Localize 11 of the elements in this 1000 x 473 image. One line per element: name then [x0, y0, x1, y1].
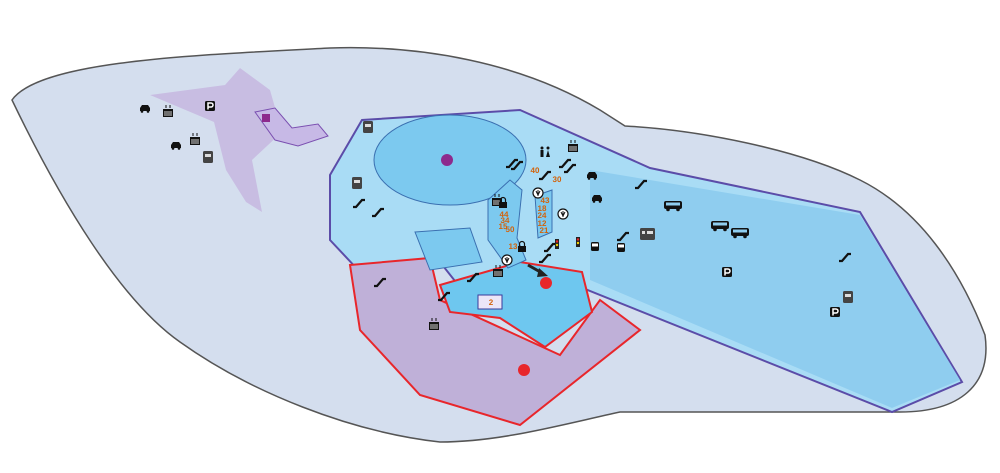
gate-number: 18	[538, 205, 546, 213]
gate-number: 30	[552, 176, 562, 184]
gate-number: 12	[538, 220, 546, 228]
gate-number: 24	[538, 212, 546, 220]
gate-number: 13	[508, 243, 518, 251]
gate-number: 50	[506, 226, 514, 234]
gate-number: 43	[540, 197, 550, 205]
gate-number: 40	[530, 167, 540, 175]
gate-number: 21	[540, 227, 548, 235]
gate-number: 2	[488, 299, 494, 307]
gate-number: 34	[500, 217, 510, 225]
